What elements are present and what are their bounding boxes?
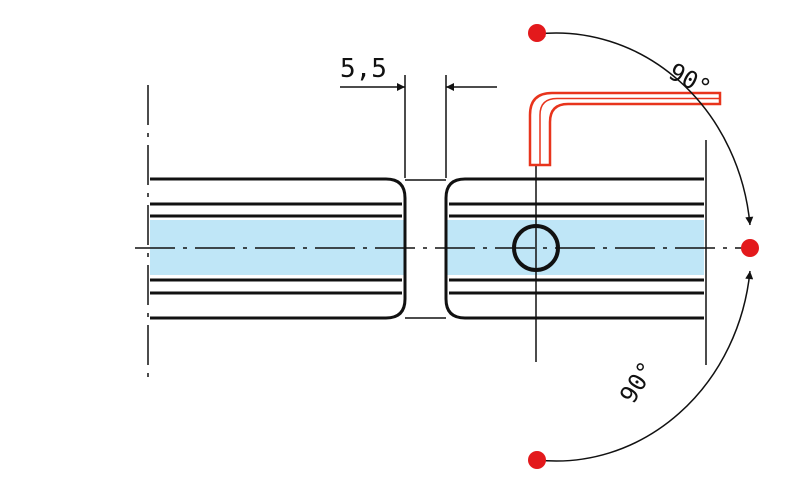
left-profile [150,177,407,320]
rotation-arc-lower [536,270,754,465]
lower-angle-label: 90° [614,357,661,409]
rotation-arc-upper [536,29,754,226]
gap-dimension-label: 5,5 [340,54,387,84]
gap-dimension: 5,5 [340,54,497,178]
position-dot-bottom [528,451,546,469]
hex-key-icon [528,91,722,167]
position-dot-top [528,24,546,42]
position-dot-right [741,239,759,257]
